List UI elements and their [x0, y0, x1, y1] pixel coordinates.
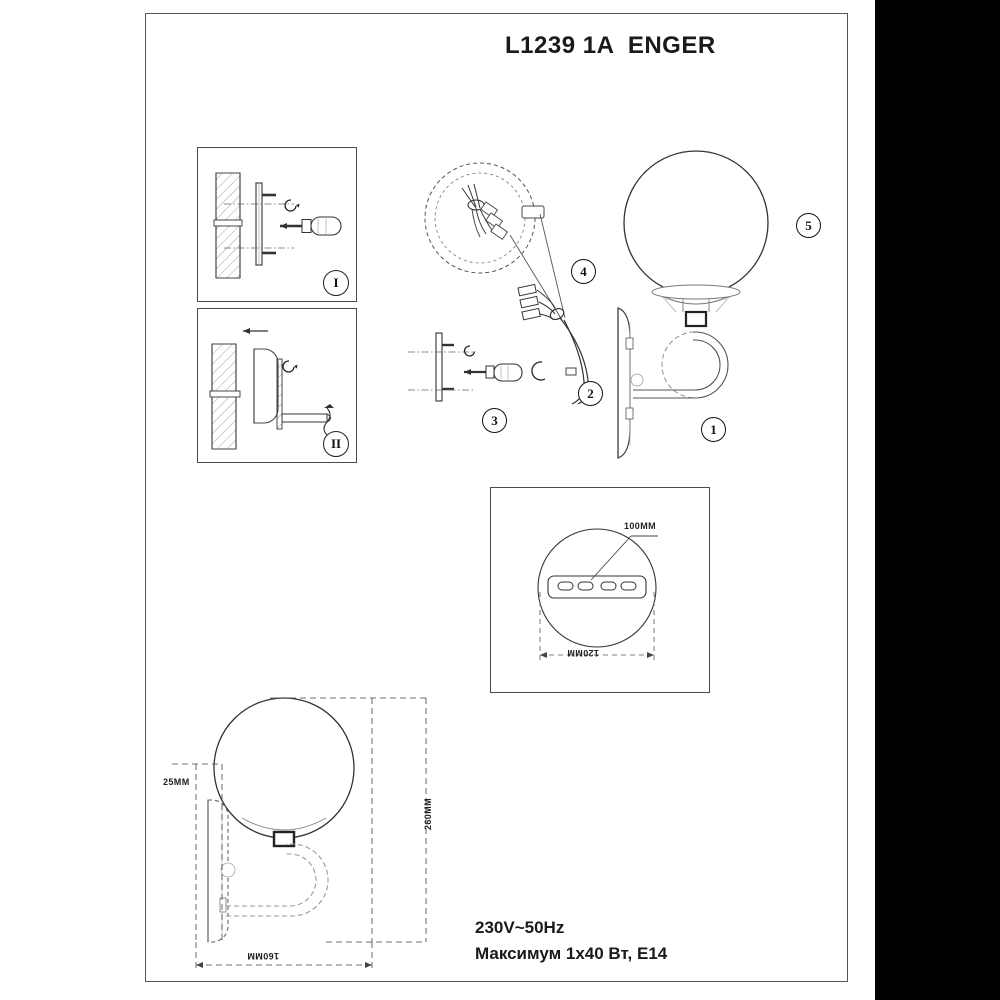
electrical-specs: 230V~50Hz Максимум 1x40 Вт, E14: [475, 915, 667, 966]
callout-2-arm: 2: [578, 381, 603, 406]
wiring-assembly-illustration: [408, 150, 769, 459]
callout-5-globe: 5: [796, 213, 821, 238]
step-box-ii: II: [197, 308, 357, 463]
step-ii-illustration: [209, 328, 334, 450]
page-title: L1239 1A ENGER: [505, 32, 716, 59]
scan-edge-band: [875, 0, 1000, 1000]
voltage-spec: 230V~50Hz: [475, 918, 565, 937]
mounting-plate-detail-illustration: [537, 528, 658, 660]
callout-3-screws: 3: [482, 408, 507, 433]
step-ii-number: II: [323, 431, 349, 457]
step-i-illustration: [213, 172, 342, 279]
lamp-spec: Максимум 1x40 Вт, E14: [475, 943, 668, 963]
callout-4-terminal: 4: [571, 259, 596, 284]
step-box-i: I: [197, 147, 357, 302]
dimension-25mm: 25MM: [163, 777, 190, 787]
dimension-260mm: 260MM: [423, 797, 433, 830]
dimension-160mm: 160MM: [247, 951, 280, 961]
bracket-screw-detail: [408, 332, 523, 402]
dimensioned-side-view: [172, 697, 427, 970]
step-i-number: I: [323, 270, 349, 296]
dimension-120mm: 120MM: [567, 648, 600, 658]
mounting-plate-detail-box: 100MM 120MM: [490, 487, 710, 693]
callout-1-assembly: 1: [701, 417, 726, 442]
dimension-100mm: 100MM: [624, 521, 657, 531]
assembled-lamp-drawing: [617, 150, 769, 459]
